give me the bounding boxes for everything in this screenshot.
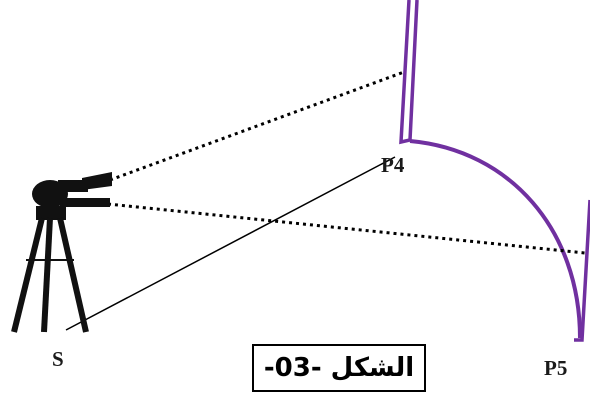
wall-top-segment [399,0,419,145]
baseline-s-p4 [65,156,396,331]
label-p5: P5 [544,356,567,380]
sight-line-upper [109,70,405,182]
theodolite-icon [11,172,112,333]
wall-right-segment [574,199,590,342]
wall-arc [409,139,582,339]
sight-line-lower [107,202,586,255]
label-s: S [52,347,64,371]
figure-caption: الشكل -03- [252,344,426,392]
label-p4: P4 [381,153,405,177]
